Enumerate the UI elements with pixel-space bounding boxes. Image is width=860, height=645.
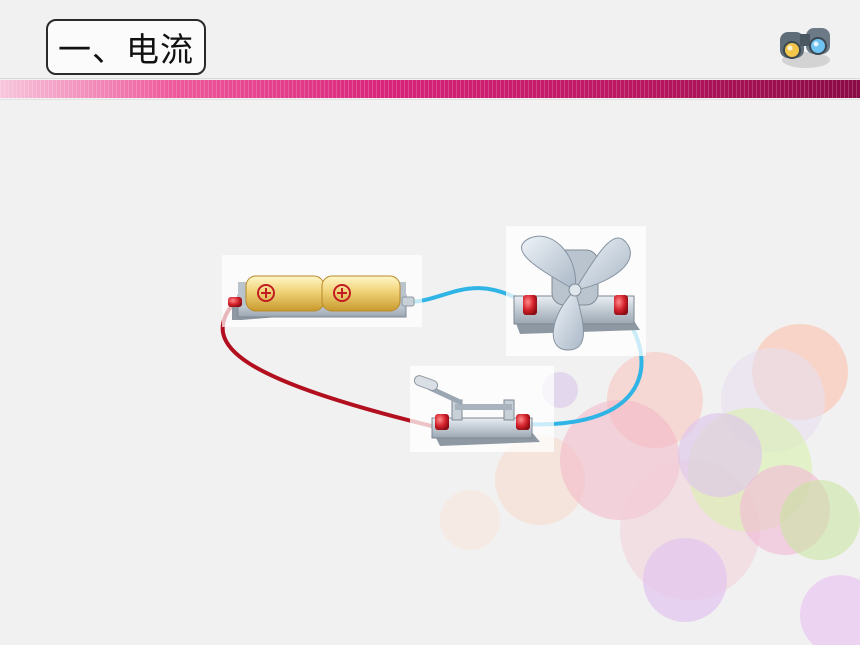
header-top-line <box>0 78 860 79</box>
fan-motor <box>506 226 646 356</box>
header-band <box>0 80 860 98</box>
binoculars-icon <box>780 28 830 68</box>
title-box: 一、电流 <box>46 19 206 75</box>
plus-icon <box>257 284 275 302</box>
knife-switch <box>410 366 554 452</box>
header-bottom-line <box>0 99 860 100</box>
decorative-bubbles <box>440 324 860 645</box>
battery-holder <box>222 255 422 327</box>
page-title: 一、电流 <box>58 30 194 69</box>
plus-icon <box>333 284 351 302</box>
